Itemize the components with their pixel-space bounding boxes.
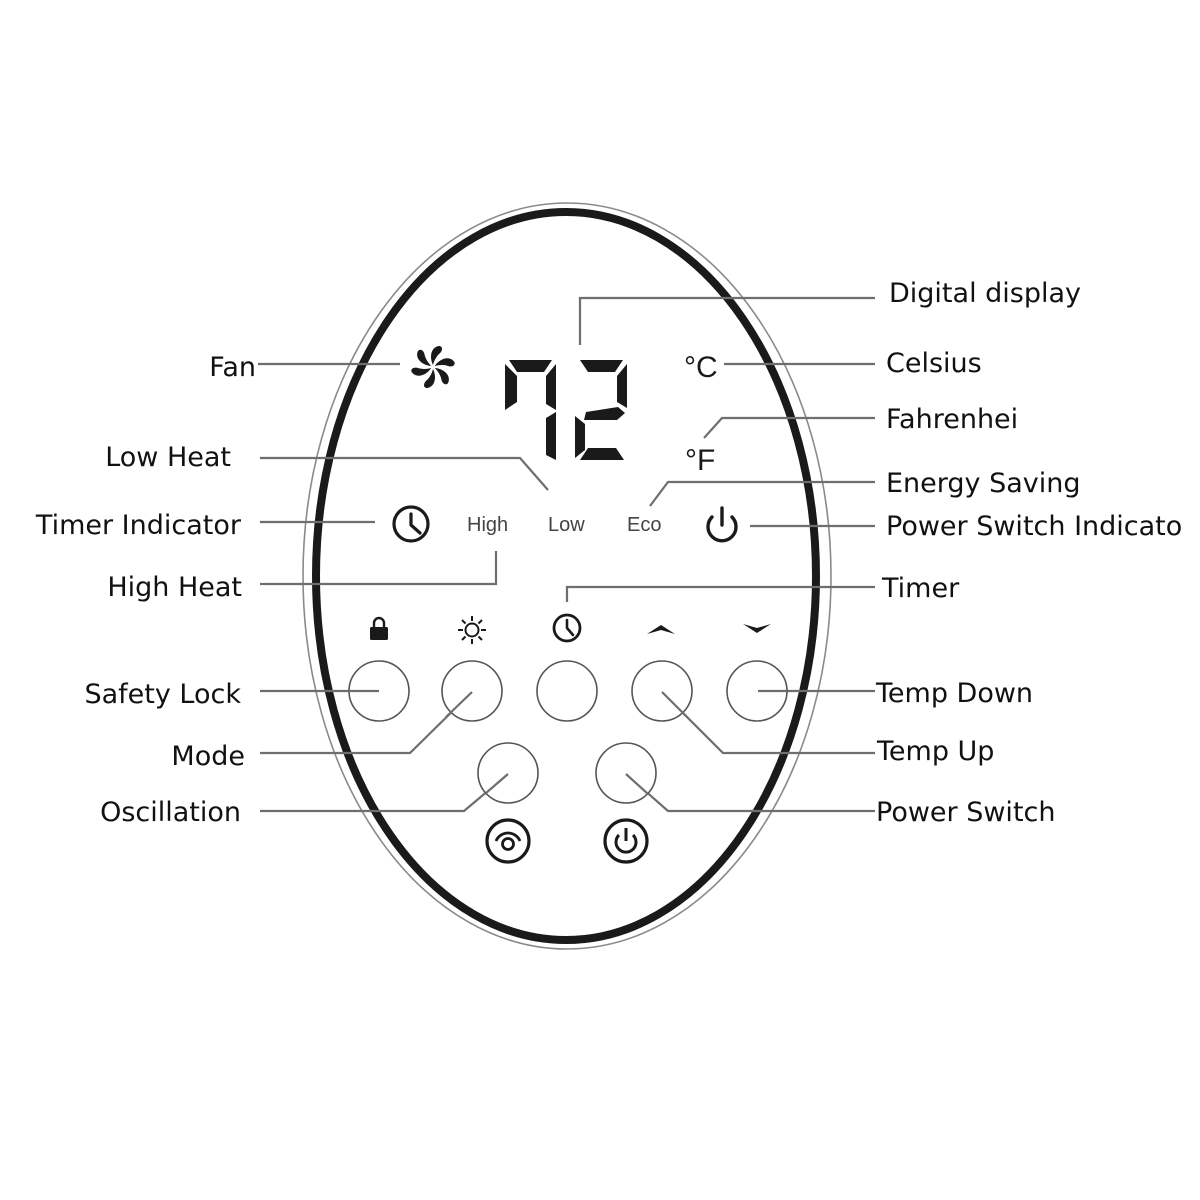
button-icons-row <box>370 613 771 644</box>
digit-two <box>575 360 627 460</box>
label-temp-up: Temp Up <box>876 736 994 767</box>
label-timer: Timer <box>881 573 960 604</box>
power-indicator-icon <box>706 506 738 543</box>
leader-high-heat <box>260 551 498 586</box>
timer-button[interactable] <box>536 660 598 722</box>
leader-overlays <box>350 689 787 719</box>
indicator-high: High <box>467 514 508 536</box>
indicator-eco: Eco <box>627 514 661 536</box>
panel-outer-rim <box>302 202 832 950</box>
indicator-low: Low <box>548 514 585 536</box>
label-fan: Fan <box>209 352 256 383</box>
label-temp-down: Temp Down <box>875 678 1033 709</box>
label-safety-lock: Safety Lock <box>84 679 241 710</box>
button-row-bottom <box>477 742 657 864</box>
celsius-unit: °C <box>684 351 718 384</box>
chevron-up-icon <box>647 625 675 634</box>
timer-indicator-clock-icon <box>392 505 430 543</box>
clock-icon <box>552 613 582 643</box>
label-oscillation: Oscillation <box>100 797 241 828</box>
label-power-switch-indicator: Power Switch Indicato <box>886 511 1182 542</box>
leader-energy-saving <box>649 480 875 507</box>
label-mode: Mode <box>171 741 245 772</box>
leader-timer <box>565 585 875 602</box>
oscillation-icon <box>485 818 531 864</box>
label-celsius: Celsius <box>886 348 982 379</box>
lock-icon <box>370 616 388 640</box>
chevron-down-icon <box>743 624 771 633</box>
leader-low-heat <box>260 456 549 491</box>
leader-digital-display <box>578 296 875 345</box>
label-timer-indicator: Timer Indicator <box>35 510 242 541</box>
fahrenheit-unit: °F <box>685 444 715 477</box>
panel-body <box>302 202 832 950</box>
right-labels: Digital display Celsius Fahrenhei Energy… <box>875 278 1182 828</box>
panel-inner-rim <box>312 208 820 944</box>
label-low-heat: Low Heat <box>105 442 231 473</box>
label-high-heat: High Heat <box>107 572 242 603</box>
sun-icon <box>458 616 486 644</box>
oscillation-button[interactable] <box>477 742 539 804</box>
label-fahrenheit: Fahrenhei <box>886 404 1018 435</box>
label-energy-saving: Energy Saving <box>886 468 1081 499</box>
left-labels: Fan Low Heat Timer Indicator High Heat S… <box>35 352 256 828</box>
digital-display: 72 °C °F <box>411 346 718 477</box>
label-digital-display: Digital display <box>889 278 1081 309</box>
leader-fahrenheit <box>703 416 875 439</box>
power-circle-icon <box>603 818 649 864</box>
fan-icon <box>411 346 455 388</box>
seven-segment-readout: 72 <box>505 360 627 460</box>
label-power-switch: Power Switch <box>876 797 1055 828</box>
indicator-row: High Low Eco <box>392 505 738 543</box>
digit-seven <box>505 360 556 460</box>
